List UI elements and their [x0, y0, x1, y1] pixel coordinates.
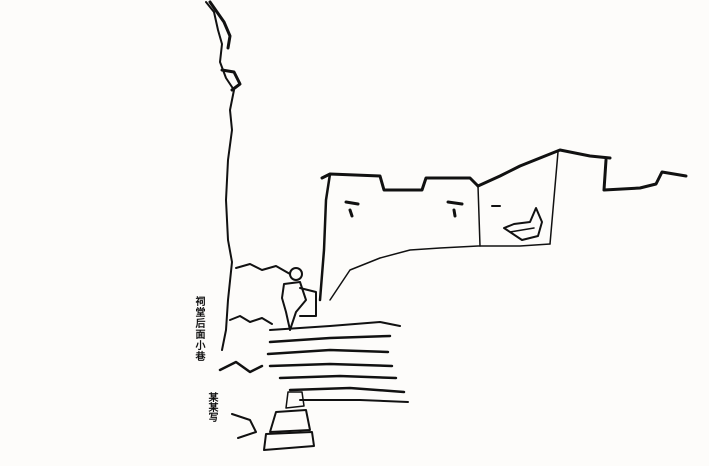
- calligraphy-inscription: 祠堂后面小巷: [193, 296, 204, 362]
- artist-signature: 某某写: [206, 392, 217, 422]
